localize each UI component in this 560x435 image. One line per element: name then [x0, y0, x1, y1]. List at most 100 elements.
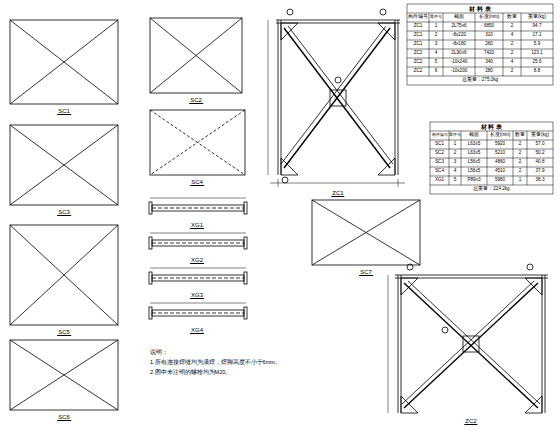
dimension-line: [150, 233, 246, 234]
beam-outline: [152, 205, 244, 211]
table-cell: -10x200: [443, 69, 475, 74]
table-cell: 2L75x6: [443, 24, 475, 29]
table-cell: L63x5: [461, 142, 487, 147]
end-plate: [244, 272, 247, 284]
table-cell: ZC1: [407, 42, 429, 47]
member-label: SC2: [189, 97, 203, 104]
table-cell: 17.1: [521, 33, 553, 38]
table-cell: 4: [449, 169, 461, 174]
table-cell: 25.6: [521, 60, 553, 65]
table-header: 重量(kg): [521, 15, 553, 20]
table-cell: 310: [475, 33, 503, 38]
table-note: 总重量：275.2kg: [407, 78, 553, 83]
table-cell: 2: [503, 42, 521, 47]
table-cell: 3: [449, 160, 461, 165]
table-rule: [475, 13, 476, 76]
member-label: ZC1: [331, 190, 344, 197]
table-cell: 2: [503, 51, 521, 56]
table-cell: 1: [449, 142, 461, 147]
beam-axis: [152, 278, 244, 279]
beam-axis: [152, 208, 244, 209]
table-header: 构件编号: [407, 15, 429, 20]
table-cell: L56x5: [461, 160, 487, 165]
table-cell: P89x3: [461, 178, 487, 183]
table-header: 数量: [513, 133, 527, 138]
table-cell: 260: [475, 42, 503, 47]
table-cell: 2: [503, 24, 521, 29]
beam-axis: [152, 313, 244, 314]
table-rule: [430, 131, 553, 132]
member-label: SC6: [57, 414, 71, 421]
table-cell: 2: [513, 151, 527, 156]
table-cell: L56x5: [461, 169, 487, 174]
table-cell: 1: [513, 178, 527, 183]
table-rule: [430, 158, 553, 159]
table-cell: 5920: [487, 142, 513, 147]
beam-axis: [152, 243, 244, 244]
table-cell: 5980: [487, 178, 513, 183]
table-rule: [527, 131, 528, 185]
table-cell: SC4: [430, 169, 449, 174]
table-cell: 5: [449, 178, 461, 183]
table-cell: 6850: [475, 24, 503, 29]
table-rule: [430, 149, 553, 150]
table-cell: ZC2: [407, 51, 429, 56]
end-plate: [244, 307, 247, 319]
table-cell: 8.8: [521, 69, 553, 74]
table-cell: 4510: [487, 169, 513, 174]
dimension-line: [150, 303, 246, 304]
table-cell: 2: [513, 160, 527, 165]
table-cell: ZC1: [407, 33, 429, 38]
table-cell: 5: [429, 60, 443, 65]
table-frame: [430, 122, 553, 194]
table-cell: SC2: [430, 151, 449, 156]
table-cell: 340: [475, 60, 503, 65]
table-cell: 2: [513, 142, 527, 147]
member-label: XG1: [190, 222, 204, 229]
table-header: 截面: [443, 15, 475, 20]
member-label: XG2: [190, 257, 204, 264]
table-rule: [430, 176, 553, 177]
table-title: 材 料 表: [407, 6, 553, 12]
table-rule: [449, 131, 450, 185]
table-cell: -10x240: [443, 60, 475, 65]
table-cell: 2: [449, 151, 461, 156]
end-plate: [244, 237, 247, 249]
beam-outline: [152, 275, 244, 281]
table-cell: 2: [503, 69, 521, 74]
table-cell: 4860: [487, 160, 513, 165]
note-text: 说明：: [150, 350, 168, 356]
table-cell: 2L90x6: [443, 51, 475, 56]
end-plate: [149, 272, 152, 284]
table-cell: 2: [429, 33, 443, 38]
table-cell: 7420: [475, 51, 503, 56]
note-text: 1.所有连接焊缝均为满焊，焊脚高度不小于6mm。: [150, 360, 281, 366]
member-label: SC7: [359, 269, 373, 276]
table-cell: SC1: [430, 142, 449, 147]
table-rule: [487, 131, 488, 185]
table-rule: [429, 13, 430, 76]
table-cell: 123.1: [521, 51, 553, 56]
table-rule: [430, 140, 553, 141]
member-label: SC3: [57, 209, 71, 216]
table-cell: ZC2: [407, 60, 429, 65]
note-text: 2.图中未注明的螺栓均为M20。: [150, 370, 231, 376]
table-cell: 3: [429, 42, 443, 47]
member-label: XG4: [190, 327, 204, 334]
table-cell: XG1: [430, 178, 449, 183]
table-cell: 4: [503, 60, 521, 65]
table-note: 总重量：224.2kg: [430, 187, 553, 192]
table-rule: [430, 185, 553, 186]
table-cell: 5210: [487, 151, 513, 156]
table-rule: [513, 131, 514, 185]
end-plate: [149, 307, 152, 319]
table-cell: 38.3: [527, 178, 553, 183]
table-cell: ZC1: [407, 24, 429, 29]
table-header: 重量(kg): [527, 133, 553, 138]
end-plate: [149, 237, 152, 249]
member-label: XG3: [190, 292, 204, 299]
table-cell: 57.0: [527, 142, 553, 147]
table-cell: ZC2: [407, 69, 429, 74]
table-header: 长度(mm): [475, 15, 503, 20]
table-cell: 94.7: [521, 24, 553, 29]
